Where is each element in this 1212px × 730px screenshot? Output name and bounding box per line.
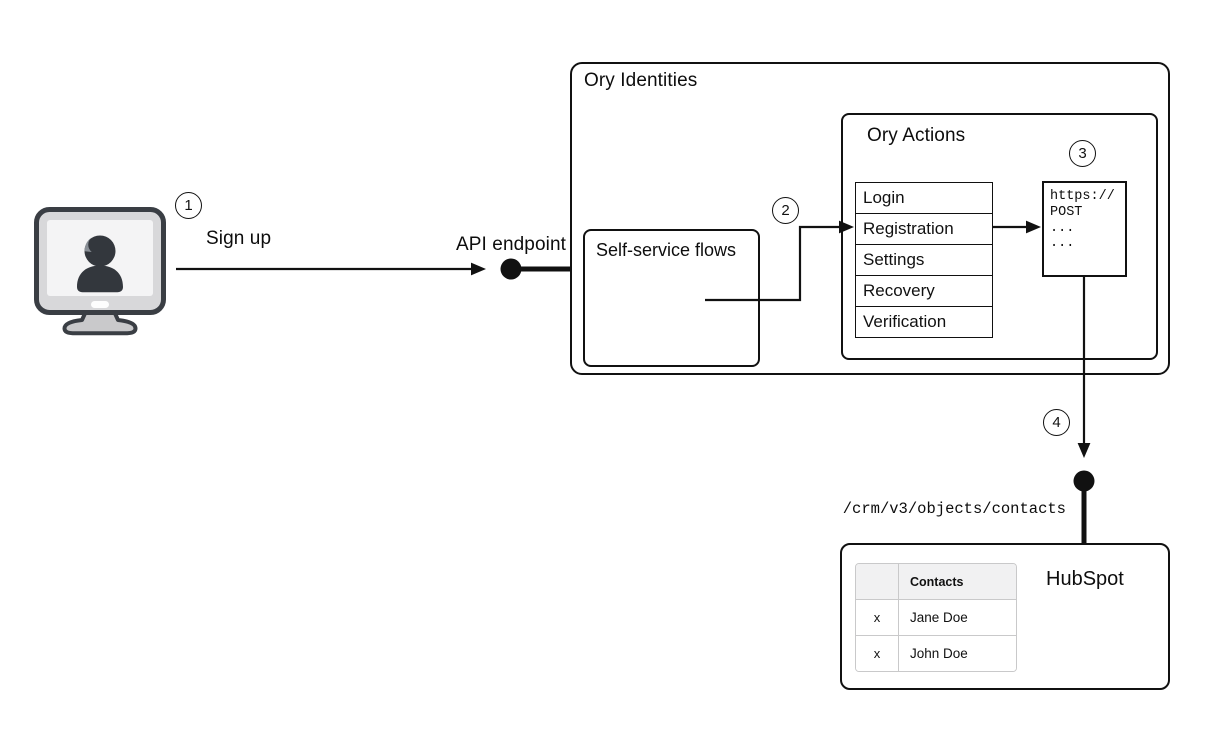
flow-row-recovery: Recovery [856, 276, 992, 307]
contact-mark: x [856, 636, 899, 671]
hubspot-title: HubSpot [1046, 568, 1124, 590]
self-service-flows-box: Self-service flows [583, 229, 760, 367]
user-computer-icon [34, 207, 166, 336]
flow-row-verification: Verification [856, 307, 992, 337]
flow-row-login: Login [856, 183, 992, 214]
flow-row-settings: Settings [856, 245, 992, 276]
ory-identities-title: Ory Identities [584, 70, 698, 91]
contacts-row: x John Doe [856, 635, 1016, 671]
hubspot-endpoint-dot [1073, 470, 1095, 492]
step-number: 3 [1078, 145, 1087, 162]
flow-row-registration: Registration [856, 214, 992, 245]
contacts-header-row: Contacts [856, 564, 1016, 599]
contact-name: John Doe [910, 646, 968, 661]
step-number: 4 [1052, 414, 1061, 431]
contact-mark: x [856, 600, 899, 635]
step-badge-3: 3 [1069, 140, 1096, 167]
step-badge-2: 2 [772, 197, 799, 224]
api-endpoint-label: API endpoint [455, 234, 566, 255]
sign-up-label: Sign up [206, 228, 272, 249]
step-number: 1 [184, 197, 193, 214]
contacts-header-mark-cell [856, 564, 899, 599]
step-badge-1: 1 [175, 192, 202, 219]
contact-name: Jane Doe [910, 610, 968, 625]
step-badge-4: 4 [1043, 409, 1070, 436]
contacts-row: x Jane Doe [856, 599, 1016, 635]
contacts-table: Contacts x Jane Doe x John Doe [855, 563, 1017, 672]
ory-actions-box: Ory Actions Login Registration Settings … [841, 113, 1158, 360]
contacts-header-cell: Contacts [910, 574, 964, 589]
step-number: 2 [781, 202, 790, 219]
webhook-request-code: https:// POST ... ... [1050, 189, 1115, 252]
ory-actions-title: Ory Actions [867, 125, 966, 146]
api-endpoint-dot [500, 258, 522, 280]
webhook-code-box: https:// POST ... ... [1042, 181, 1127, 277]
ory-identities-box: Ory Identities Self-service flows Ory Ac… [570, 62, 1170, 375]
flow-list: Login Registration Settings Recovery Ver… [855, 182, 993, 338]
hubspot-box: HubSpot Contacts x Jane Doe x John Doe [840, 543, 1170, 690]
self-service-flows-title: Self-service flows [596, 240, 737, 260]
crm-path-label: /crm/v3/objects/contacts [842, 500, 1066, 518]
